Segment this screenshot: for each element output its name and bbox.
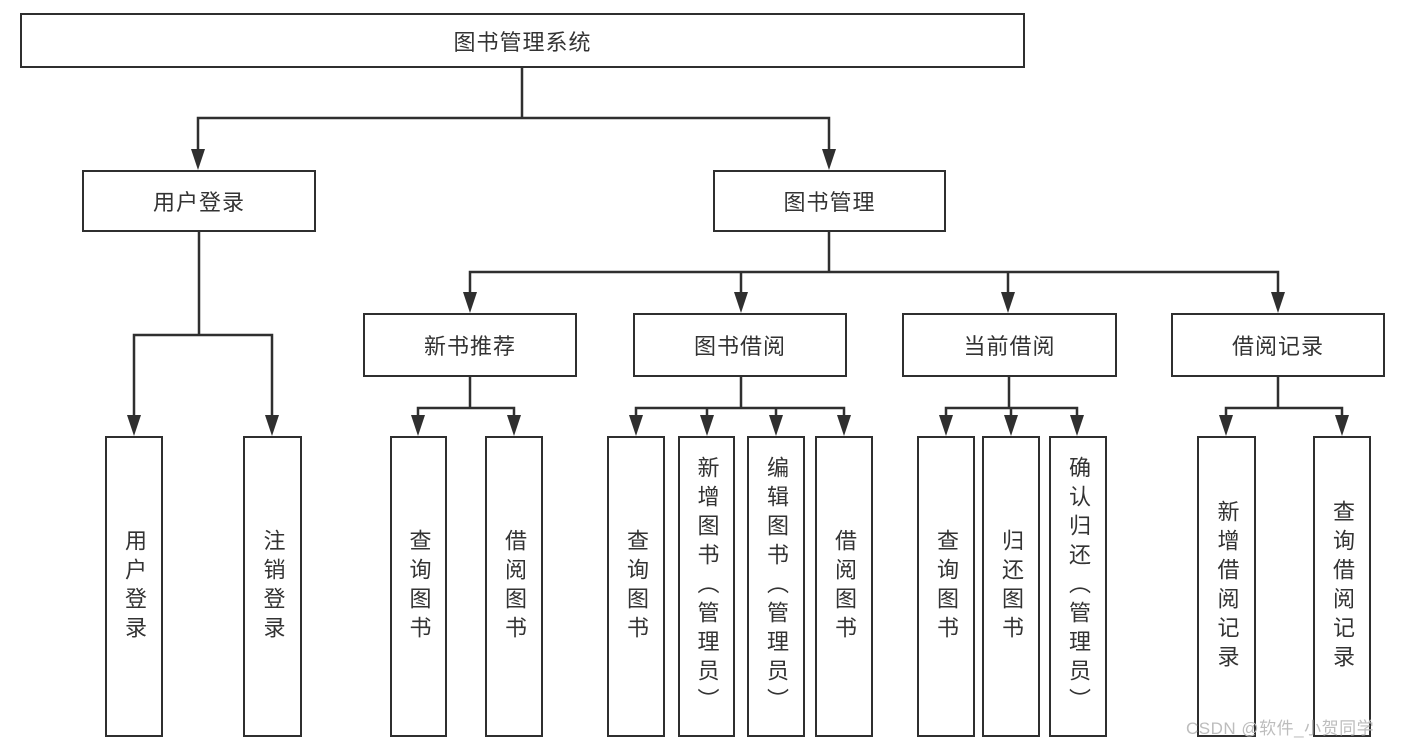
node-book-management: 图书管理 [713,170,946,232]
node-new-book-recommend: 新书推荐 [363,313,577,377]
node-root: 图书管理系统 [20,13,1025,68]
leaf-label: 借阅图书 [832,528,857,645]
leaf-label: 新增图书（管理员） [694,456,720,717]
leaf-user-login: 用户登录 [105,436,163,737]
leaf-label: 用户登录 [122,528,147,645]
leaf-br-add-record: 新增借阅记录 [1197,436,1256,737]
leaf-bb-edit-books-admin: 编辑图书（管理员） [747,436,805,737]
leaf-label: 查询借阅记录 [1330,499,1355,674]
node-current-borrowing: 当前借阅 [902,313,1117,377]
leaf-bb-borrow-books: 借阅图书 [815,436,873,737]
leaf-label: 归还图书 [999,528,1024,645]
node-borrow-records: 借阅记录 [1171,313,1385,377]
leaf-label: 确认归还（管理员） [1066,456,1091,717]
leaf-bb-query-books: 查询图书 [607,436,665,737]
leaf-label: 查询图书 [406,528,432,645]
leaf-cb-query-books: 查询图书 [917,436,975,737]
leaf-cb-return-books: 归还图书 [982,436,1040,737]
csdn-watermark: CSDN @软件_小贺同学 [1186,719,1375,738]
leaf-label: 查询图书 [934,528,959,645]
leaf-label: 查询图书 [624,528,649,645]
leaf-label: 新增借阅记录 [1214,499,1240,674]
leaf-nb-query-books: 查询图书 [390,436,447,737]
leaf-label: 注销登录 [260,528,286,645]
leaf-label: 编辑图书（管理员） [764,456,789,717]
leaf-bb-add-books-admin: 新增图书（管理员） [678,436,735,737]
leaf-logout: 注销登录 [243,436,302,737]
leaf-br-query-record: 查询借阅记录 [1313,436,1371,737]
leaf-label: 借阅图书 [502,528,527,645]
arrowhead-icons [127,149,1349,436]
leaf-cb-confirm-return-admin: 确认归还（管理员） [1049,436,1107,737]
node-user-login: 用户登录 [82,170,316,232]
leaf-nb-borrow-books: 借阅图书 [485,436,543,737]
node-book-borrowing: 图书借阅 [633,313,847,377]
